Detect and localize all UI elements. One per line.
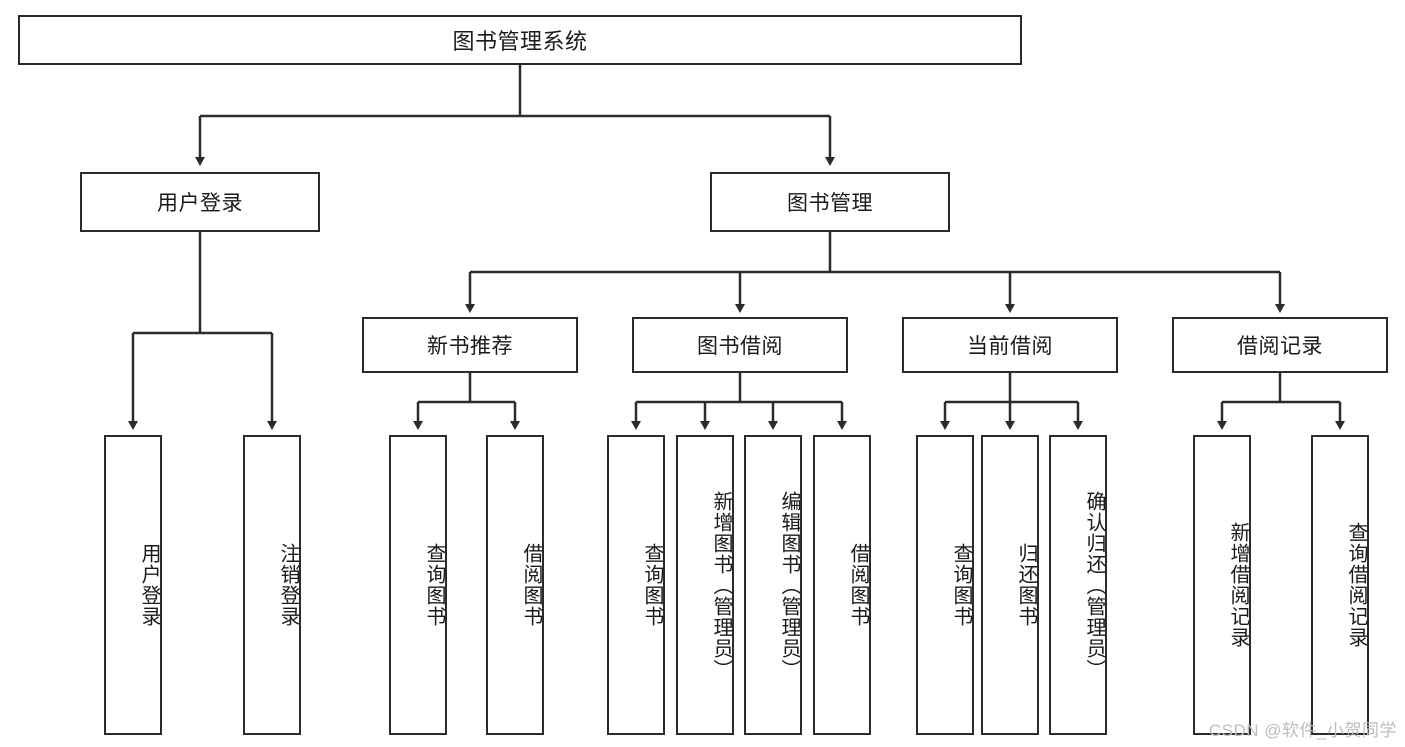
node-root-system[interactable]: 图书管理系统 <box>18 15 1022 65</box>
node-root-system-label: 图书管理系统 <box>452 29 588 54</box>
leaf-current-return-book-label: 归还图书 <box>1015 543 1037 627</box>
leaf-user-login-signout[interactable]: 注销登录 <box>243 435 301 735</box>
leaf-new-book-borrow-label: 借阅图书 <box>520 543 542 627</box>
node-borrow-record-label: 借阅记录 <box>1237 335 1323 358</box>
leaf-user-login-signin[interactable]: 用户登录 <box>104 435 162 735</box>
leaf-user-login-signin-label: 用户登录 <box>138 543 160 627</box>
watermark-text: CSDN @软件_小贺同学 <box>1208 721 1397 740</box>
node-book-management[interactable]: 图书管理 <box>710 172 950 232</box>
leaf-borrow-query-book[interactable]: 查询图书 <box>607 435 665 735</box>
leaf-user-login-signout-label: 注销登录 <box>277 543 299 627</box>
leaf-borrow-query-book-label: 查询图书 <box>641 543 663 627</box>
leaf-current-query-book-label: 查询图书 <box>950 543 972 627</box>
leaf-borrow-borrow-book-label: 借阅图书 <box>847 543 869 627</box>
node-book-borrow-label: 图书借阅 <box>697 335 783 358</box>
leaf-current-confirm-return-admin-label: 确认归还（管理员） <box>1083 490 1105 680</box>
node-user-login-label: 用户登录 <box>157 192 243 215</box>
node-user-login[interactable]: 用户登录 <box>80 172 320 232</box>
leaf-current-confirm-return-admin[interactable]: 确认归还（管理员） <box>1049 435 1107 735</box>
leaf-record-query-label: 查询借阅记录 <box>1345 522 1367 648</box>
leaf-record-query[interactable]: 查询借阅记录 <box>1311 435 1369 735</box>
leaf-borrow-edit-book-admin[interactable]: 编辑图书（管理员） <box>744 435 802 735</box>
node-current-borrow-label: 当前借阅 <box>967 335 1053 358</box>
leaf-borrow-add-book-admin-label: 新增图书（管理员） <box>710 490 732 680</box>
node-borrow-record[interactable]: 借阅记录 <box>1172 317 1388 373</box>
node-new-book-recommend[interactable]: 新书推荐 <box>362 317 578 373</box>
leaf-record-add[interactable]: 新增借阅记录 <box>1193 435 1251 735</box>
leaf-borrow-edit-book-admin-label: 编辑图书（管理员） <box>778 490 800 680</box>
leaf-new-book-query[interactable]: 查询图书 <box>389 435 447 735</box>
leaf-new-book-borrow[interactable]: 借阅图书 <box>486 435 544 735</box>
leaf-borrow-borrow-book[interactable]: 借阅图书 <box>813 435 871 735</box>
node-book-management-label: 图书管理 <box>787 192 873 215</box>
node-book-borrow[interactable]: 图书借阅 <box>632 317 848 373</box>
node-current-borrow[interactable]: 当前借阅 <box>902 317 1118 373</box>
leaf-new-book-query-label: 查询图书 <box>423 543 445 627</box>
leaf-borrow-add-book-admin[interactable]: 新增图书（管理员） <box>676 435 734 735</box>
leaf-current-query-book[interactable]: 查询图书 <box>916 435 974 735</box>
leaf-current-return-book[interactable]: 归还图书 <box>981 435 1039 735</box>
leaf-record-add-label: 新增借阅记录 <box>1227 522 1249 648</box>
node-new-book-recommend-label: 新书推荐 <box>427 335 513 358</box>
